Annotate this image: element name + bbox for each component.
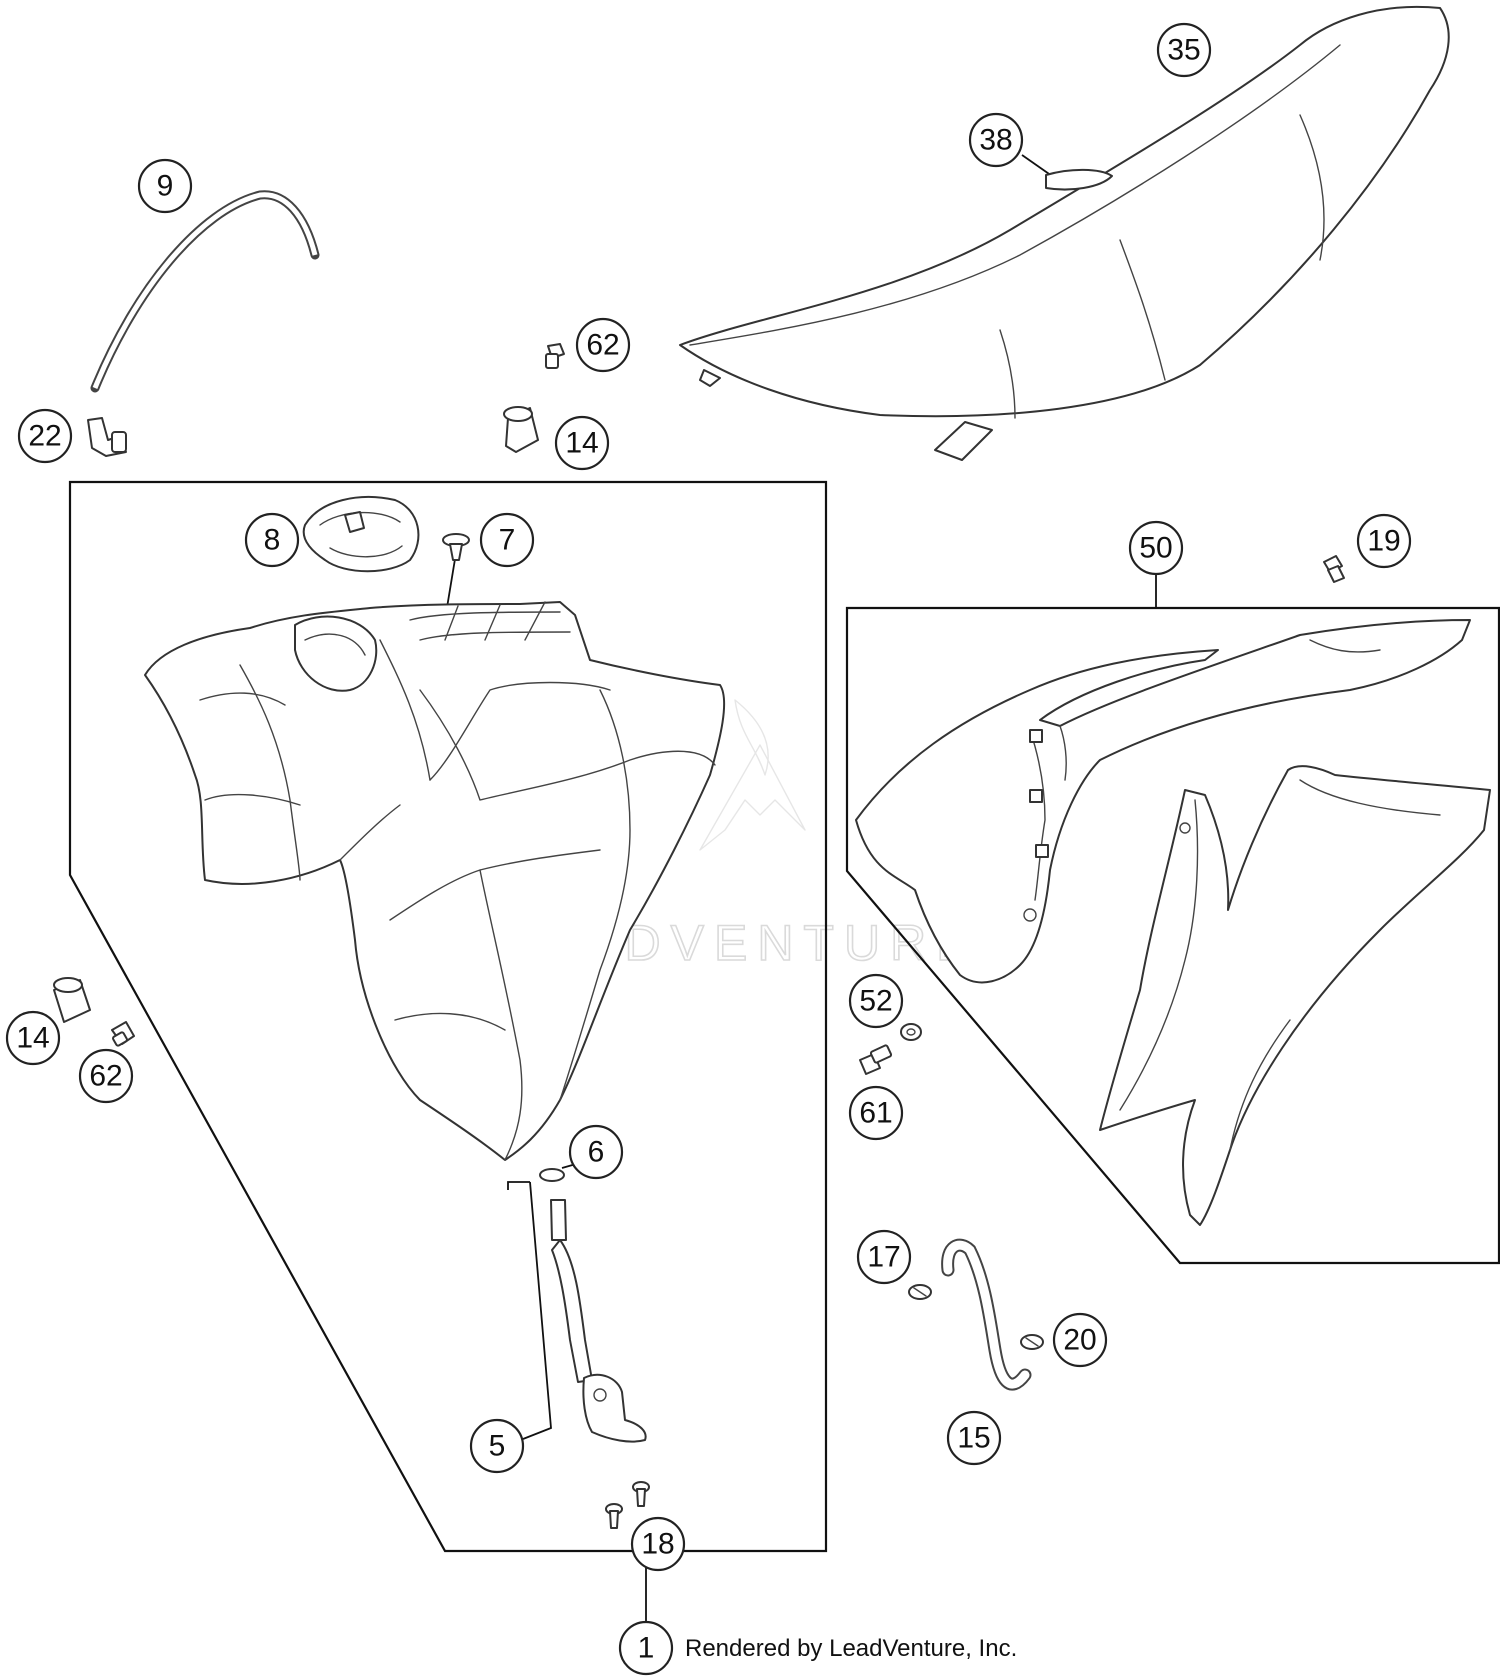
bushing-14-top [503, 406, 539, 453]
callout-6-label: 6 [588, 1136, 605, 1169]
callout-38-label: 38 [979, 124, 1012, 157]
callout-19-label: 19 [1367, 525, 1400, 558]
vent-hose-9 [90, 190, 320, 393]
callout-5[interactable]: 5 [469, 1418, 525, 1474]
o-ring-6 [539, 1168, 565, 1182]
callout-14-left-label: 14 [16, 1022, 49, 1055]
callout-61-label: 61 [859, 1097, 892, 1130]
callout-35[interactable]: 35 [1156, 22, 1212, 78]
callout-8-label: 8 [264, 524, 281, 557]
screw-18-b [605, 1503, 623, 1529]
hose-clamp-17 [908, 1284, 932, 1300]
callout-15[interactable]: 15 [946, 1410, 1002, 1466]
callout-9-label: 9 [157, 170, 174, 203]
leader-bracket-5 [507, 1181, 530, 1190]
leader-5 [522, 1181, 552, 1440]
spoiler-group-frame [845, 606, 1500, 1265]
washer-52 [900, 1023, 922, 1041]
fuel-hose-15 [941, 1238, 1032, 1391]
elbow-fitting-22 [87, 417, 127, 457]
callout-18[interactable]: 18 [630, 1516, 686, 1572]
callout-20[interactable]: 20 [1052, 1312, 1108, 1368]
callout-62-top[interactable]: 62 [575, 317, 631, 373]
callout-50-label: 50 [1139, 532, 1172, 565]
callout-52[interactable]: 52 [848, 973, 904, 1029]
callout-22[interactable]: 22 [17, 408, 73, 464]
callout-9[interactable]: 9 [137, 158, 193, 214]
callout-50[interactable]: 50 [1128, 520, 1184, 576]
callout-35-label: 35 [1167, 34, 1200, 67]
screw-19 [1323, 555, 1345, 583]
callout-52-label: 52 [859, 985, 892, 1018]
hose-clamp-20 [1020, 1334, 1044, 1350]
callout-62-left[interactable]: 62 [78, 1048, 134, 1104]
callout-14-top[interactable]: 14 [554, 415, 610, 471]
callout-62-left-label: 62 [89, 1060, 122, 1093]
callout-7[interactable]: 7 [479, 512, 535, 568]
bolt-61 [859, 1044, 893, 1075]
callout-62-top-label: 62 [586, 329, 619, 362]
bolt-62-top [545, 343, 565, 369]
bolt-62-left [111, 1021, 135, 1047]
watermark-logo-icon [699, 699, 806, 851]
bushing-14-left [53, 977, 91, 1023]
callout-18-label: 18 [641, 1528, 674, 1561]
callout-14-left[interactable]: 14 [5, 1010, 61, 1066]
fuel-tap-5 [550, 1199, 647, 1443]
callout-19[interactable]: 19 [1356, 513, 1412, 569]
callout-5-label: 5 [489, 1430, 506, 1463]
render-credit: Rendered by LeadVenture, Inc. [685, 1635, 1017, 1662]
callout-22-label: 22 [28, 420, 61, 453]
callout-38[interactable]: 38 [968, 112, 1024, 168]
callout-6[interactable]: 6 [568, 1124, 624, 1180]
callout-8[interactable]: 8 [244, 512, 300, 568]
callout-14-top-label: 14 [565, 427, 598, 460]
callout-15-label: 15 [957, 1422, 990, 1455]
screw-7 [442, 533, 470, 561]
seat-35 [679, 5, 1450, 461]
callout-20-label: 20 [1063, 1324, 1096, 1357]
fuel-tank-body [144, 601, 726, 1161]
screw-18-a [632, 1481, 650, 1507]
callout-1[interactable]: 1 [618, 1620, 674, 1676]
filler-cap-8 [302, 496, 420, 573]
callout-61[interactable]: 61 [848, 1085, 904, 1141]
spoiler-right-50 [1099, 765, 1491, 1226]
callout-17-label: 17 [867, 1241, 900, 1274]
callout-7-label: 7 [499, 524, 516, 557]
callout-1-label: 1 [638, 1632, 655, 1665]
spoiler-left-50 [855, 619, 1471, 984]
callout-17[interactable]: 17 [856, 1229, 912, 1285]
